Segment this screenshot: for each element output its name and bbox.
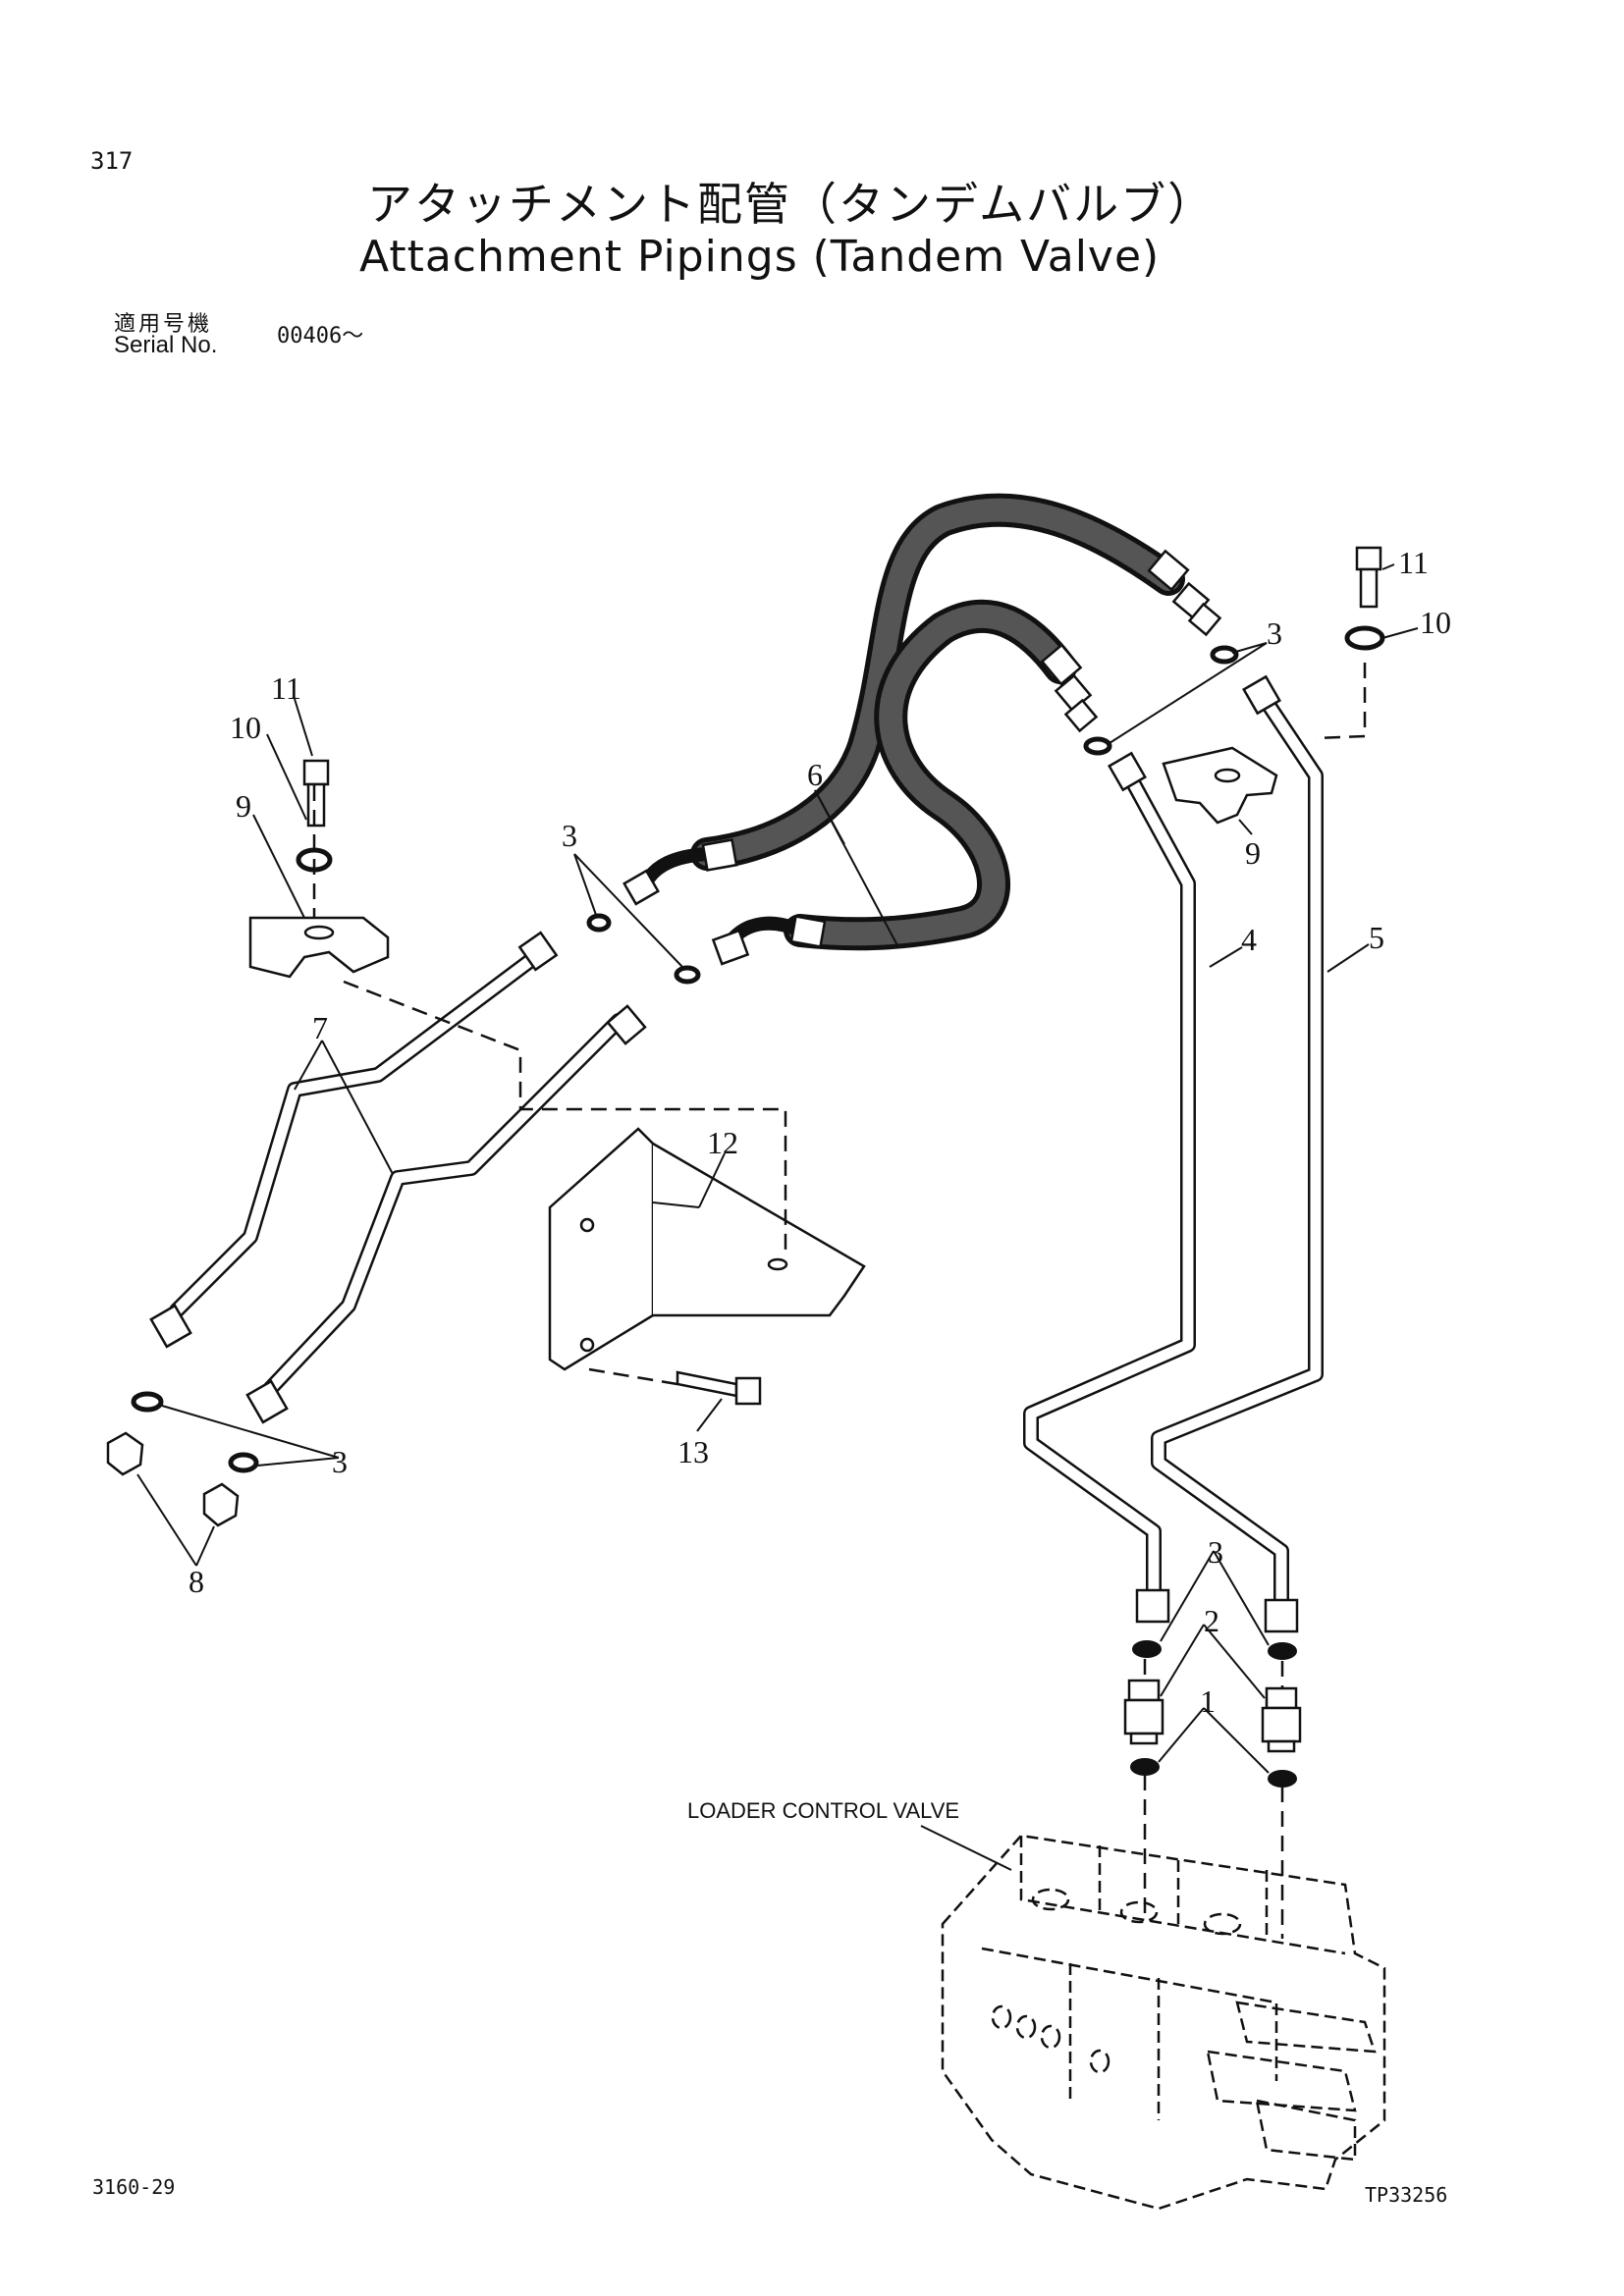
callout-9-left: 9 xyxy=(236,788,251,824)
callout-12: 12 xyxy=(707,1125,738,1160)
loader-control-valve xyxy=(941,1834,1386,2211)
pipe-4 xyxy=(1023,751,1196,1624)
clamp-9-left xyxy=(248,916,390,979)
o-ring-3-hose-left-2 xyxy=(674,965,701,985)
callout-4: 4 xyxy=(1241,922,1257,957)
washer-10-right xyxy=(1344,625,1385,651)
clamp-9-right xyxy=(1162,746,1278,825)
callout-7: 7 xyxy=(312,1010,328,1045)
leader-lines xyxy=(136,563,1419,1871)
hose-fitting-upper-right xyxy=(1147,549,1222,637)
callout-3-bottom: 3 xyxy=(1208,1534,1223,1570)
o-ring-3-pipe7-2 xyxy=(228,1452,259,1473)
bolt-11-left xyxy=(302,759,330,828)
hose-upper xyxy=(690,493,1185,871)
callout-9-right: 9 xyxy=(1245,835,1261,871)
bolt-11-right xyxy=(1355,546,1382,609)
callout-3-top-right: 3 xyxy=(1267,615,1282,651)
page-number: 317 xyxy=(90,147,134,175)
page-title-english: Attachment Pipings (Tandem Valve) xyxy=(359,232,1161,282)
callout-13: 13 xyxy=(677,1434,709,1469)
serial-label-japanese: 適用号機 xyxy=(114,312,213,337)
seal-1-left xyxy=(1130,1758,1160,1776)
o-ring-3-bottom-right xyxy=(1268,1642,1297,1660)
serial-label-english: Serial No. xyxy=(114,332,218,358)
callout-10-left: 10 xyxy=(230,710,261,745)
o-ring-3-hose-right-1 xyxy=(1210,645,1239,665)
hose-fitting-lower-left xyxy=(711,915,827,966)
loader-control-valve-label: LOADER CONTROL VALVE xyxy=(687,1798,959,1823)
dashed-assembly-lines xyxy=(312,663,1367,1939)
callout-11-left: 11 xyxy=(271,670,301,706)
adapter-2-left xyxy=(1123,1679,1164,1745)
o-ring-3-hose-left-1 xyxy=(586,913,612,933)
callout-3-top-left: 3 xyxy=(562,818,577,853)
bolt-13 xyxy=(676,1370,762,1406)
adapter-2-right xyxy=(1261,1686,1302,1753)
callout-11-right: 11 xyxy=(1398,545,1429,580)
serial-number-value: 00406～ xyxy=(277,324,364,348)
callout-1: 1 xyxy=(1200,1683,1216,1719)
o-ring-3-bottom-left xyxy=(1132,1640,1162,1658)
callout-10-right: 10 xyxy=(1420,605,1451,640)
cap-8-b xyxy=(202,1482,240,1527)
hose-lower xyxy=(784,599,1077,951)
pipe-7-lower xyxy=(245,1004,647,1424)
callout-8: 8 xyxy=(189,1564,204,1599)
page-title-japanese: アタッチメント配管（タンデムバルブ） xyxy=(367,178,1216,231)
seal-1-right xyxy=(1268,1770,1297,1788)
footer-page-code: 3160-29 xyxy=(92,2175,176,2199)
footer-drawing-number: TP33256 xyxy=(1365,2183,1448,2207)
hose-fitting-lower-right xyxy=(1040,643,1099,733)
cap-8-a xyxy=(106,1431,144,1476)
callout-2: 2 xyxy=(1204,1603,1219,1638)
pipe-5 xyxy=(1151,674,1324,1633)
callout-6: 6 xyxy=(807,757,823,792)
hose-fitting-upper-left xyxy=(623,838,738,906)
callout-5: 5 xyxy=(1369,920,1384,955)
o-ring-3-hose-right-2 xyxy=(1083,736,1112,756)
callout-3-lower-left: 3 xyxy=(332,1444,348,1479)
callout-labels: 1 2 3 3 3 3 4 5 6 7 8 9 9 10 10 11 11 12… xyxy=(189,545,1451,1823)
o-ring-3-pipe7-1 xyxy=(131,1391,164,1413)
bracket-12 xyxy=(548,1127,866,1371)
